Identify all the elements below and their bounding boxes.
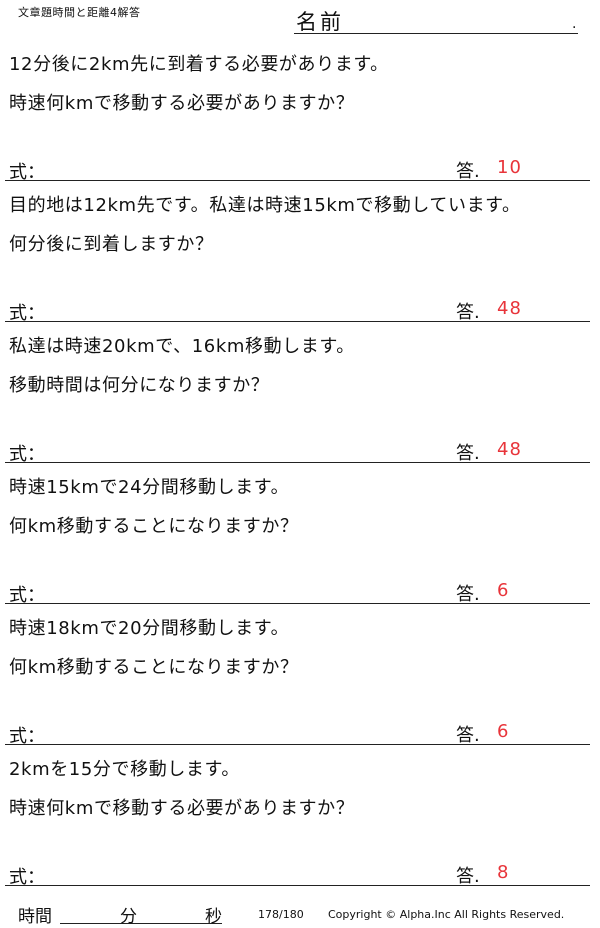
- problem-question-line-1: 12分後に2km先に到着する必要があります。: [9, 54, 389, 75]
- time-underline: [60, 923, 222, 924]
- answer-label: 答.: [456, 725, 480, 746]
- document-title: 文章題時間と距離4解答: [18, 6, 141, 19]
- name-dot: .: [572, 16, 577, 32]
- copyright-notice: Copyright © Alpha.Inc All Rights Reserve…: [328, 908, 565, 921]
- divider-line: [5, 603, 590, 604]
- equation-label: 式：: [9, 444, 45, 465]
- answer-value: 48: [497, 439, 522, 460]
- answer-value: 8: [497, 862, 510, 883]
- answer-label: 答.: [456, 161, 480, 182]
- equation-label: 式：: [9, 162, 45, 183]
- problem-5: 時速18kmで20分間移動します。 何km移動することになりますか？ 式： 答.…: [0, 604, 600, 747]
- time-label: 時間: [18, 907, 52, 927]
- problem-question-line-2: 時速何kmで移動する必要がありますか？: [9, 798, 355, 819]
- problem-3: 私達は時速20kmで、16km移動します。 移動時間は何分になりますか？ 式： …: [0, 322, 600, 465]
- divider-line: [5, 180, 590, 181]
- divider-line: [5, 885, 590, 886]
- problem-question-line-1: 時速15kmで24分間移動します。: [9, 477, 290, 498]
- problem-question-line-1: 2kmを15分で移動します。: [9, 759, 240, 780]
- seconds-label: 秒: [205, 907, 222, 927]
- problem-question-line-2: 何km移動することになりますか？: [9, 657, 299, 678]
- answer-label: 答.: [456, 302, 480, 323]
- name-underline: [294, 33, 578, 34]
- equation-label: 式：: [9, 585, 45, 606]
- problem-question-line-1: 目的地は12km先です。私達は時速15kmで移動しています。: [9, 195, 521, 216]
- divider-line: [5, 321, 590, 322]
- problem-question-line-1: 時速18kmで20分間移動します。: [9, 618, 290, 639]
- problem-question-line-1: 私達は時速20kmで、16km移動します。: [9, 336, 355, 357]
- answer-value: 48: [497, 298, 522, 319]
- problem-question-line-2: 移動時間は何分になりますか？: [9, 375, 270, 396]
- problem-1: 12分後に2km先に到着する必要があります。 時速何kmで移動する必要があります…: [0, 40, 600, 183]
- problem-question-line-2: 何km移動することになりますか？: [9, 516, 299, 537]
- problem-question-line-2: 何分後に到着しますか？: [9, 234, 214, 255]
- divider-line: [5, 744, 590, 745]
- name-label: 名前: [296, 10, 344, 34]
- equation-label: 式：: [9, 726, 45, 747]
- worksheet-footer: 時間 分 秒 178/180 Copyright © Alpha.Inc All…: [0, 896, 600, 928]
- answer-value: 6: [497, 580, 510, 601]
- answer-value: 10: [497, 157, 522, 178]
- equation-label: 式：: [9, 303, 45, 324]
- equation-label: 式：: [9, 867, 45, 888]
- page-number: 178/180: [258, 908, 304, 921]
- answer-label: 答.: [456, 866, 480, 887]
- problem-2: 目的地は12km先です。私達は時速15kmで移動しています。 何分後に到着します…: [0, 181, 600, 324]
- problem-question-line-2: 時速何kmで移動する必要がありますか？: [9, 93, 355, 114]
- worksheet-header: 文章題時間と距離4解答 名前 .: [0, 0, 600, 40]
- divider-line: [5, 462, 590, 463]
- answer-label: 答.: [456, 584, 480, 605]
- answer-label: 答.: [456, 443, 480, 464]
- minutes-label: 分: [120, 907, 137, 927]
- problem-4: 時速15kmで24分間移動します。 何km移動することになりますか？ 式： 答.…: [0, 463, 600, 606]
- answer-value: 6: [497, 721, 510, 742]
- problem-6: 2kmを15分で移動します。 時速何kmで移動する必要がありますか？ 式： 答.…: [0, 745, 600, 888]
